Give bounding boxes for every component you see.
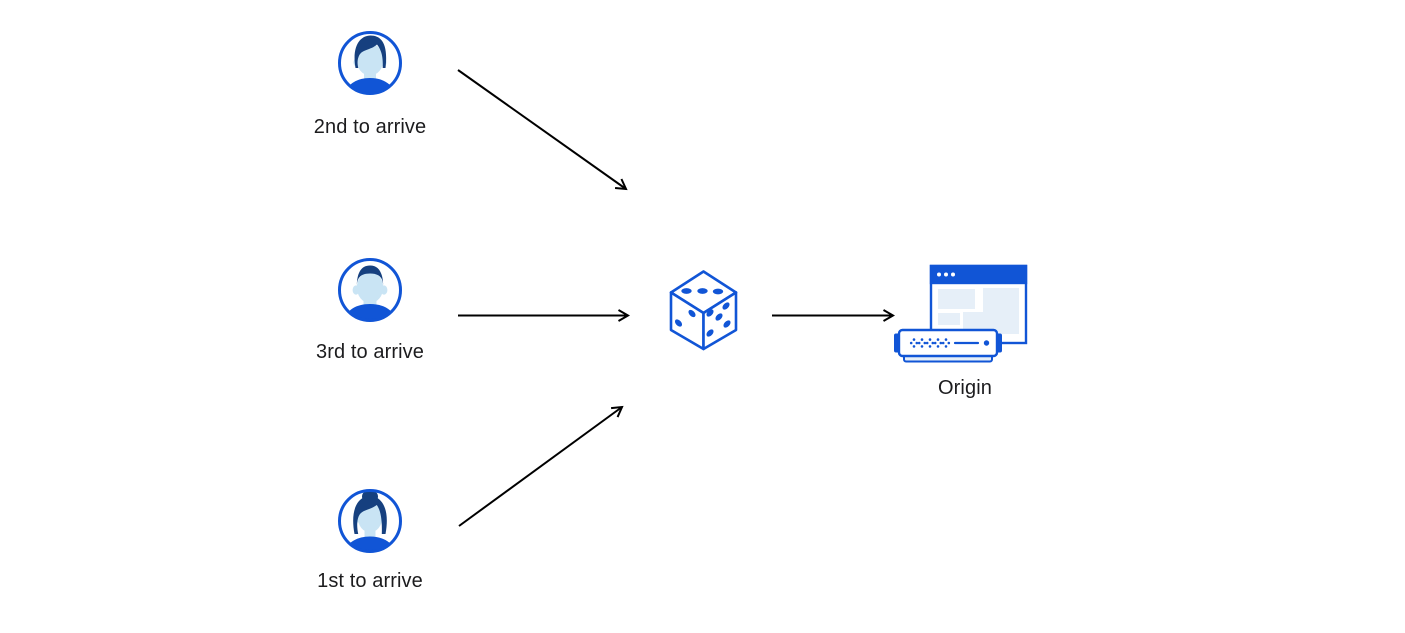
client-third-label: 3rd to arrive — [315, 341, 424, 363]
avatar-man-short-hair-icon — [338, 258, 402, 322]
client-second-label: 2nd to arrive — [313, 116, 427, 138]
edge-client-first-to-dice — [458, 405, 624, 527]
origin-server-icon — [894, 264, 1028, 363]
origin-label: Origin — [938, 377, 992, 399]
avatar-woman-bun-icon — [338, 489, 402, 553]
client-first-label: 1st to arrive — [317, 570, 423, 592]
avatar-man-swoosh-hair-icon — [338, 31, 402, 95]
edge-client-second-to-dice — [457, 69, 628, 191]
dice-icon — [669, 270, 738, 351]
